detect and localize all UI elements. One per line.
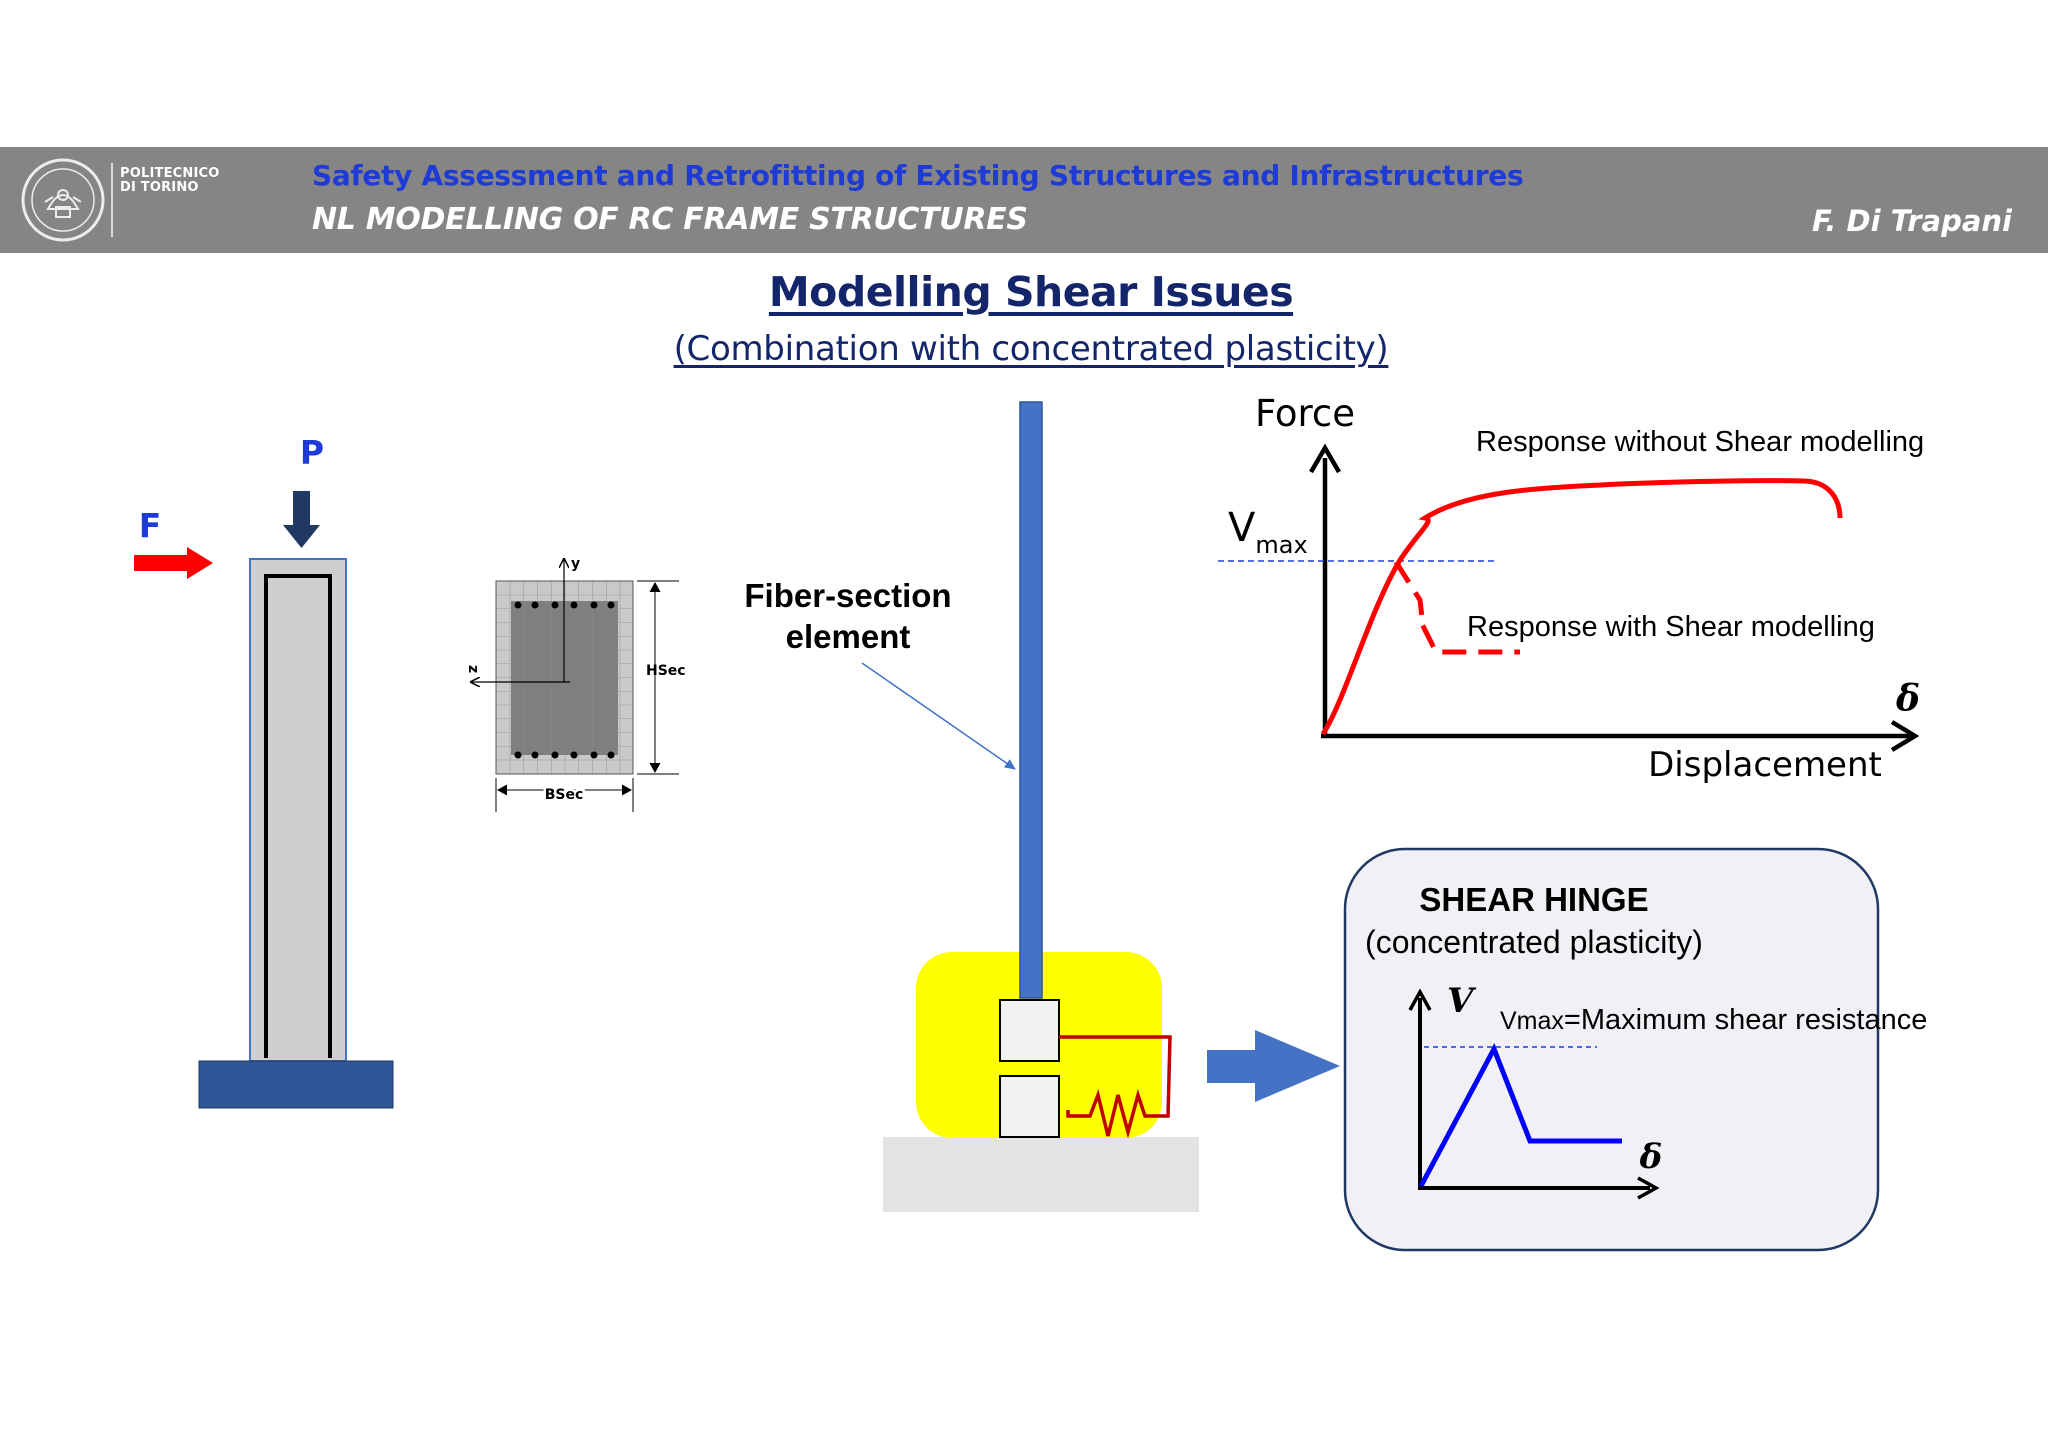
- shear-spring: [1059, 1035, 1172, 1139]
- header-bar: POLITECNICO DI TORINO Safety Assessment …: [0, 147, 2048, 253]
- shear-hinge-title: SHEAR HINGE: [1419, 881, 1648, 918]
- section-width-dimension: [495, 778, 634, 812]
- section-y-label: y: [571, 556, 580, 572]
- seal-icon: [21, 158, 105, 242]
- column-reinforcement: [264, 574, 332, 1058]
- fiber-cross-section: y z HSec BSec: [465, 556, 686, 812]
- support-base: [883, 1137, 1199, 1212]
- hinge-vmax-text: Vmax=Maximum shear resistance: [1500, 1004, 1927, 1036]
- curve-without-shear-label: Response without Shear modelling: [1476, 426, 1924, 458]
- logo-separator: [111, 163, 113, 237]
- element-callout: [861, 662, 1016, 770]
- plot-x-arrowhead: [1890, 720, 1920, 752]
- hinge-x-arrowhead: [1637, 1176, 1660, 1200]
- hinge-x-symbol: δ: [1639, 1137, 1663, 1177]
- author-name: F. Di Trapani: [1811, 204, 2012, 238]
- hinge-y-label: V: [1447, 981, 1477, 1021]
- axial-load-arrow: [283, 491, 320, 548]
- section-rebars-top: [514, 601, 615, 609]
- element-label-line1: Fiber-section: [744, 577, 951, 614]
- slide-title: Modelling Shear Issues: [768, 268, 1294, 316]
- pointer-arrow: [1207, 1030, 1340, 1102]
- hinge-shear-law: [1418, 1043, 1622, 1188]
- curve-with-shear-label: Response with Shear modelling: [1467, 611, 1875, 643]
- section-z-label: z: [465, 665, 481, 673]
- column-foundation: [198, 1060, 394, 1109]
- section-height-label: HSec: [646, 663, 686, 679]
- module-title: NL MODELLING OF RC FRAME STRUCTURES: [312, 202, 1028, 237]
- hinge-y-arrowhead: [1408, 988, 1432, 1011]
- element-label-line2: element: [786, 618, 911, 655]
- shear-hinge-panel: SHEAR HINGE (concentrated plasticity) V …: [1343, 847, 1927, 1252]
- course-title: Safety Assessment and Retrofitting of Ex…: [312, 159, 1524, 192]
- plot-y-label: Force: [1255, 392, 1355, 435]
- curve-with-shear-drop: [1393, 560, 1520, 655]
- lateral-force-arrow: [134, 547, 213, 579]
- response-plot: Force Displacement δ Vmax Response witho…: [1218, 392, 1924, 785]
- university-name: POLITECNICO DI TORINO: [120, 166, 220, 195]
- shear-hinge-subtitle: (concentrated plasticity): [1365, 924, 1703, 960]
- lower-hinge-node: [999, 1075, 1060, 1138]
- lateral-force-label: F: [139, 506, 162, 545]
- section-height-dimension: [637, 580, 679, 775]
- shear-hinge-box: [1343, 847, 1880, 1252]
- fiber-section-element: [1019, 401, 1043, 999]
- vmax-label: Vmax: [1228, 505, 1308, 559]
- structural-model: Fiber-section element: [744, 401, 1340, 1212]
- university-logo: POLITECNICO DI TORINO: [20, 157, 220, 243]
- axial-load-label: P: [300, 433, 324, 472]
- plot-x-label: Displacement: [1648, 745, 1882, 785]
- plot-x-symbol: δ: [1895, 678, 1920, 720]
- column-diagram: P F: [134, 433, 394, 1109]
- slide-subtitle: (Combination with concentrated plasticit…: [673, 329, 1389, 369]
- section-width-label: BSec: [545, 787, 584, 803]
- plot-y-arrowhead: [1309, 443, 1341, 474]
- upper-hinge-node: [999, 999, 1060, 1062]
- section-rebars-bottom: [514, 751, 615, 759]
- curve-without-shear: [1320, 478, 1843, 736]
